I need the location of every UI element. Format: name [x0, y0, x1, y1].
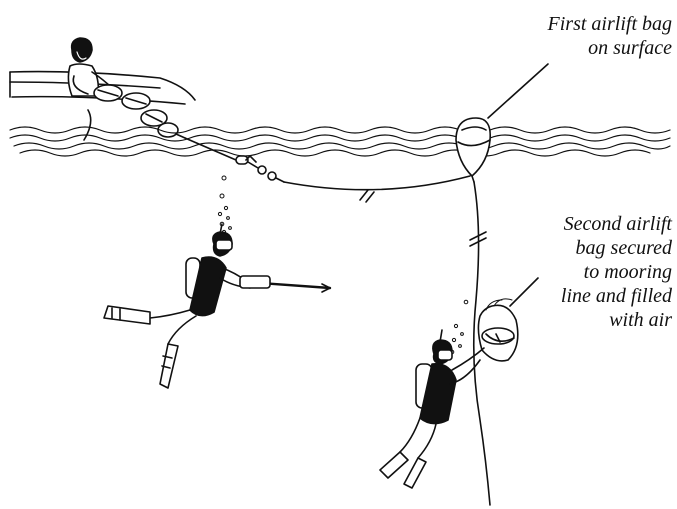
chain-shackle	[235, 155, 285, 183]
second-bag-callout: Second airlift bag secured to mooring li…	[561, 212, 672, 332]
second-bag-callout-line-2: bag secured	[575, 237, 672, 259]
first-bag-callout: First airlift bag on surface	[548, 12, 672, 60]
second-bag-callout-line-4: line and filled	[560, 285, 672, 307]
first-bag-leader-line	[487, 63, 549, 119]
diver-with-speargun	[103, 223, 332, 389]
line-break-mark-1	[359, 189, 375, 203]
tow-line	[184, 137, 237, 161]
bubbles-diver-1	[217, 175, 232, 235]
line-break-mark-2	[469, 231, 487, 247]
mooring-line	[472, 181, 491, 506]
bubbles-diver-2	[449, 299, 469, 355]
diver-at-second-bag	[379, 329, 485, 489]
first-airlift-bag	[455, 117, 492, 183]
second-bag-leader-line	[509, 277, 539, 307]
second-bag-callout-line-5: with air	[609, 309, 672, 331]
second-bag-callout-line-3: to mooring	[583, 261, 672, 283]
water-surface	[9, 126, 671, 157]
second-airlift-bag	[477, 298, 519, 362]
first-bag-callout-line-1: First airlift bag	[547, 13, 672, 35]
second-bag-callout-line-1: Second airlift	[563, 213, 672, 235]
lift-line	[283, 175, 471, 191]
deflated-bags	[83, 84, 186, 141]
first-bag-callout-line-2: on surface	[588, 37, 672, 59]
